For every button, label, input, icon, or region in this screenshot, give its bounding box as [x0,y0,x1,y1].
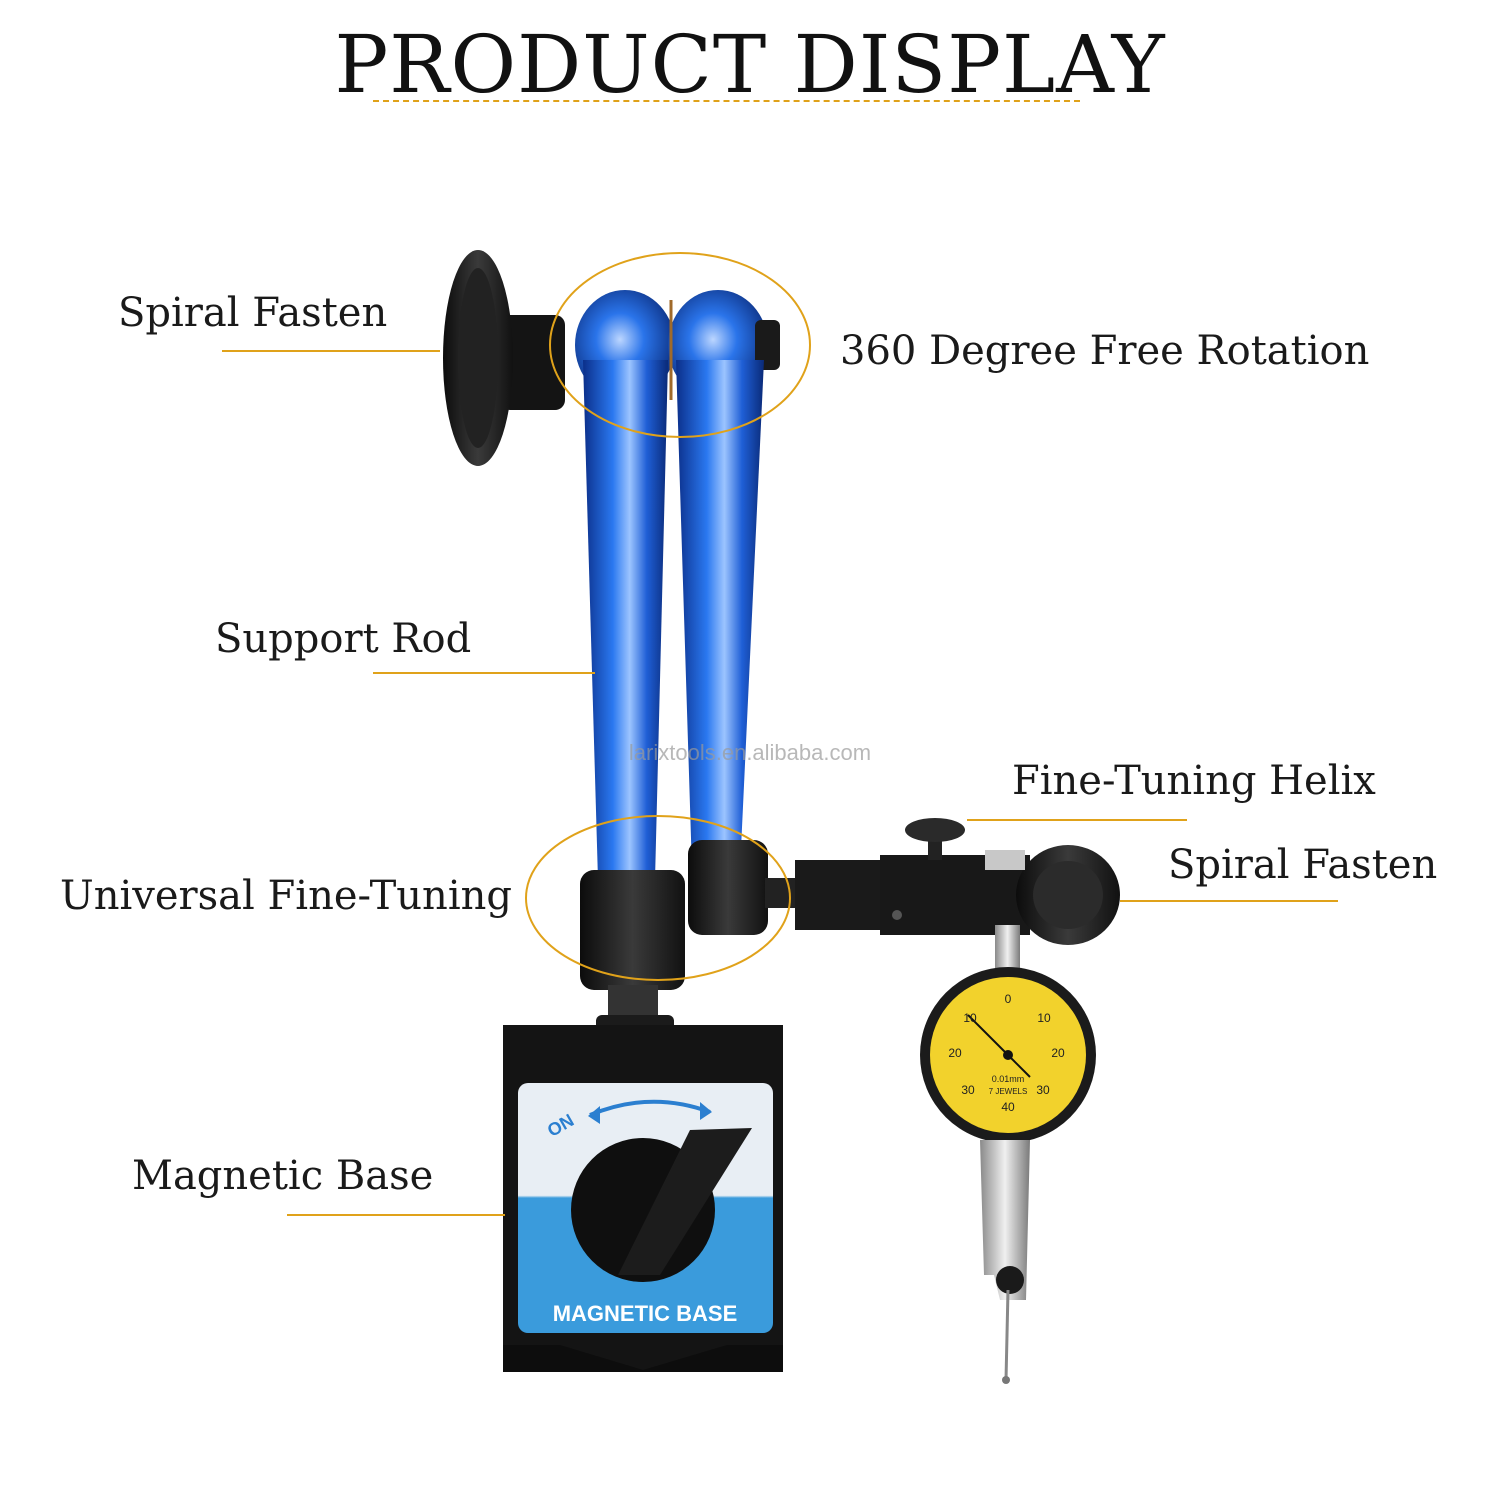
dial-number-bottom-right: 30 [1036,1083,1050,1097]
base-panel-text: MAGNETIC BASE [553,1301,738,1326]
dial-indicator: 0 10 10 20 20 30 30 40 0.01mm 7 JEWELS [920,925,1096,1384]
dial-number-top-right: 10 [1037,1011,1051,1025]
dial-number-mid-right: 20 [1051,1046,1065,1060]
label-magnetic-base: Magnetic Base [132,1153,434,1199]
leader-fine-tuning-helix [967,819,1187,821]
label-universal-fine-tuning: Universal Fine-Tuning [60,873,512,919]
rotation-highlight-circle [549,252,811,438]
label-support-rod: Support Rod [215,616,472,662]
leader-support-rod [373,672,595,674]
page-title: PRODUCT DISPLAY [334,18,1166,111]
label-spiral-fasten-left: Spiral Fasten [118,290,388,336]
dial-number-low: 40 [1001,1100,1015,1114]
dial-number-bottom-left: 30 [961,1083,975,1097]
dial-number-top-left: 10 [963,1011,977,1025]
leader-spiral-fasten-left [222,350,440,352]
support-rods [583,360,764,880]
leader-magnetic-base [287,1214,505,1216]
dial-jewels: 7 JEWELS [989,1087,1028,1096]
lower-joint [580,840,795,1053]
label-fine-tuning-helix: Fine-Tuning Helix [1012,758,1376,804]
title-underline [373,100,1080,102]
dial-number-top: 0 [1005,992,1012,1006]
label-rotation: 360 Degree Free Rotation [840,328,1370,374]
dial-spec: 0.01mm [992,1074,1025,1084]
fine-tuning-highlight-circle [525,815,791,981]
magnetic-base-block: MAGNETIC BASE ON [503,1025,783,1372]
label-spiral-fasten-right: Spiral Fasten [1168,842,1438,888]
dial-number-mid-left: 20 [948,1046,962,1060]
spiral-fasten-knob-left [443,250,565,466]
watermark: larixtools.en.alibaba.com [629,740,871,765]
leader-spiral-fasten-right [1120,900,1338,902]
clamp-arm [795,818,1120,945]
